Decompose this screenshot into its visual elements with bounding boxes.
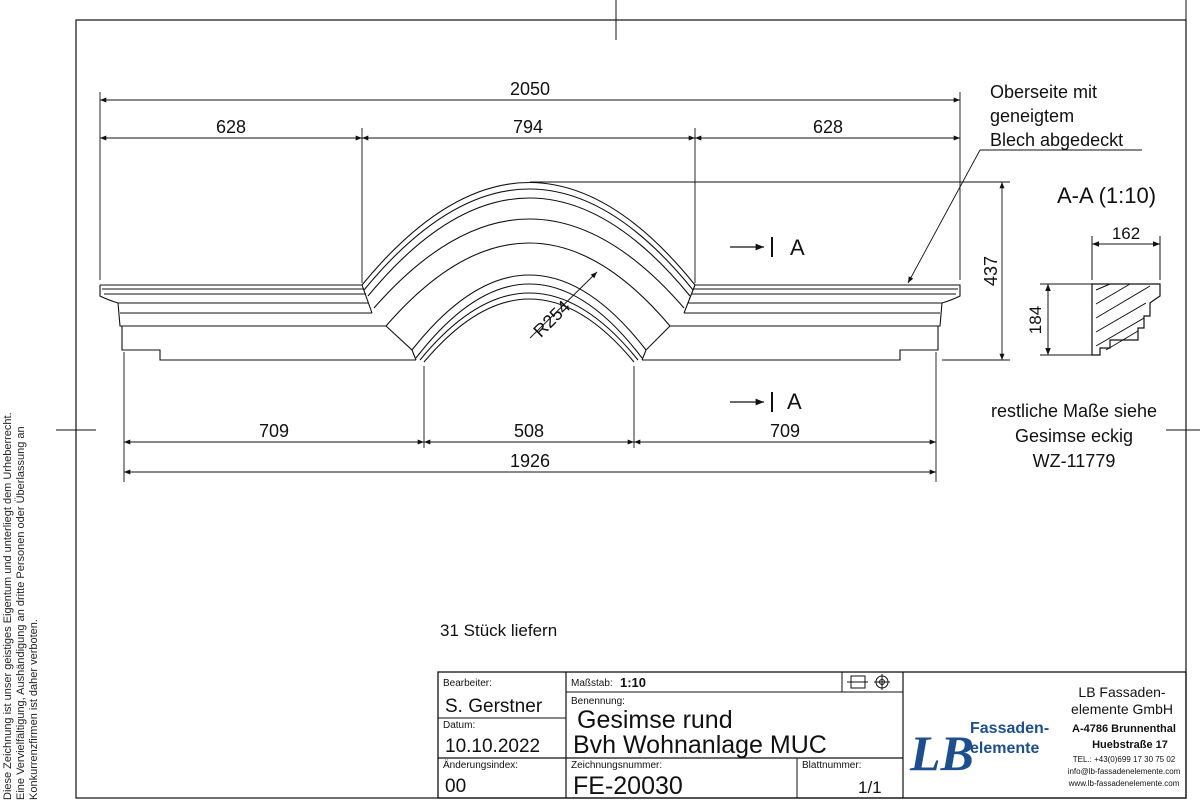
quantity-note: 31 Stück liefern [440,621,557,640]
section-profile [1040,236,1161,356]
zeichnungsnummer-value: FE-20030 [573,772,683,800]
section-title: A-A (1:10) [1057,183,1156,208]
company-name-line2: elemente GmbH [1071,701,1173,717]
company-address1: A-4786 Brunnenthal [1072,723,1176,735]
company-web: www.lb-fassadenelemente.com [1068,779,1180,788]
copyright-line2: Eine Vervielfältigung, Aushändigung an d… [15,426,27,800]
dim-right-top: 628 [813,117,843,137]
dim-radius: R254 [529,296,574,341]
logo-letters: LB [909,725,974,781]
bearbeiter-label: Bearbeiter: [443,678,492,689]
aenderung-value: 00 [445,776,466,797]
note-rest-line3: WZ-11779 [1033,451,1116,471]
section-marker-label-top: A [790,235,805,260]
copyright-note: Diese Zeichnung ist unser geistiges Eige… [2,0,64,800]
copyright-line1: Diese Zeichnung ist unser geistiges Eige… [2,412,14,800]
datum-value: 10.10.2022 [445,736,540,757]
logo-text-2: elemente [970,740,1039,757]
cornice-front-view [99,181,961,363]
company-email: info@lb-fassadenelemente.com [1068,767,1181,776]
massstab-value: 1:10 [620,675,646,690]
blatt-label: Blattnummer: [802,760,861,771]
note-rest-line1: restliche Maße siehe [991,401,1157,421]
note-top-line1: Oberseite mit [990,82,1097,102]
benennung-label: Benennung: [571,696,625,707]
datum-label: Datum: [443,720,475,731]
dim-middle-top: 794 [513,117,543,137]
dim-overall-top: 2050 [510,79,550,99]
dim-middle-bottom: 508 [514,421,544,441]
dim-right-bottom: 709 [770,421,800,441]
massstab-label: Maßstab: [571,678,613,689]
title-block [437,671,1187,799]
company-logo: LB Fassaden- elemente [909,720,1049,781]
company-address2: Huebstraße 17 [1092,739,1168,751]
zeichnungsnummer-label: Zeichnungsnummer: [571,760,662,771]
section-height: 184 [1026,306,1045,334]
section-width: 162 [1112,224,1140,243]
dim-overall-bottom: 1926 [510,451,550,471]
section-marker-label-bottom: A [787,389,802,414]
blatt-value: 1/1 [858,778,882,797]
projection-symbol-icon [847,674,890,690]
aenderung-label: Änderungsindex: [443,759,518,771]
bearbeiter-value: S. Gerstner [445,696,543,717]
note-top-line3: Blech abgedeckt [990,130,1123,150]
note-top-line2: geneigtem [990,106,1074,126]
section-markers [730,237,773,412]
copyright-line3: Konkurrenzfirmen ist daher verboten. [28,619,40,800]
dim-left-bottom: 709 [259,421,289,441]
benennung-line2: Bvh Wohnanlage MUC [573,731,827,759]
note-rest-line2: Gesimse eckig [1015,426,1133,446]
benennung-line1: Gesimse rund [577,706,733,734]
dim-left-top: 628 [216,117,246,137]
company-name-line1: LB Fassaden- [1078,684,1165,700]
dim-height: 437 [981,256,1001,286]
logo-text-1: Fassaden- [970,720,1049,737]
company-tel: TEL.: +43(0)699 17 30 75 02 [1073,755,1176,764]
dimension-lines [99,92,1142,482]
